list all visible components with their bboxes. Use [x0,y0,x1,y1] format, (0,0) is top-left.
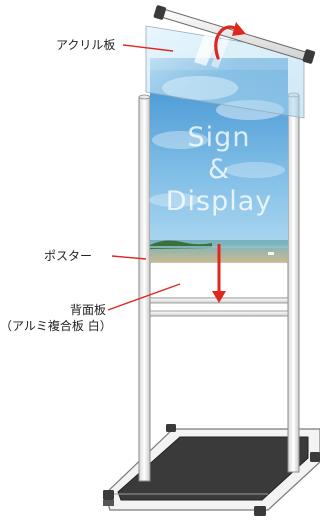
crossbar-lower [149,310,289,317]
callout-line-poster [111,255,147,260]
insert-down-arrow-icon [212,244,226,303]
base-mat [117,436,309,501]
poster-text-display: Display [166,186,273,217]
rotate-arrow-icon [214,22,246,60]
label-acrylic: アクリル板 [56,38,116,52]
clamp-cap-right [302,49,316,64]
foot-back-left [166,424,176,432]
acrylic-panel [145,25,305,119]
label-backboard-material: （アルミ複合板 白） [0,319,112,333]
stand-base [103,424,320,516]
clamp-cap-left [153,5,167,20]
label-backboard-title: 背面板 [69,303,106,317]
poster-text-sign: Sign [188,122,251,153]
callout-line-acrylic [122,44,174,52]
callout-line-backboard [107,283,181,311]
foot-back-right [310,452,320,462]
foot-front-left [103,490,114,500]
label-poster: ポスター [44,249,93,263]
right-pole [287,94,300,473]
foot-front-right [254,506,266,516]
poster-text-ampersand: & [208,154,230,185]
left-pole [138,96,151,482]
